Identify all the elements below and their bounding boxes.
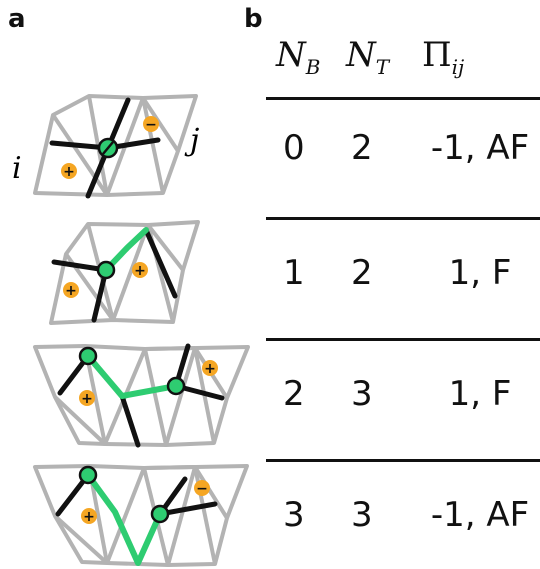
row-1-nt: 2 [351,128,373,168]
plus-charge [81,508,97,524]
row-3-nt: 3 [351,374,373,414]
vertex-node [166,376,186,396]
green-path [85,472,163,566]
svg-text:+: + [81,391,93,407]
panel-b-label: b [244,4,263,34]
row-2-nt: 2 [351,253,373,293]
svg-text:+: + [204,361,216,377]
site-i-label: i [12,151,22,186]
green-path [103,227,149,273]
header-pi: Πij [422,35,465,79]
row-4-pi: -1, AF [430,495,530,535]
svg-text:+: + [63,164,75,180]
vertex-node [96,260,116,280]
plus-charge [132,262,148,278]
minus-charge [194,480,210,496]
row-1-nb: 0 [283,128,305,168]
vertex-node [78,465,98,485]
svg-text:−: − [196,481,208,497]
plus-charge [61,163,77,179]
row-3-pi: 1, F [448,374,512,414]
row-2-nb: 1 [283,253,305,293]
plus-charge [202,360,218,376]
svg-text:−: − [145,117,157,133]
svg-text:+: + [65,283,77,299]
vertex-node [78,346,98,366]
tiling-row-4: + − [33,464,249,567]
svg-text:+: + [134,263,146,279]
row-3-nb: 2 [283,374,305,414]
tiling-row-1: + − i j [12,94,199,199]
header-nb: NB [276,35,321,79]
bond [143,227,178,299]
svg-text:+: + [83,509,95,525]
panel-a-label: a [8,4,26,34]
plus-charge [63,282,79,298]
table-rule [266,338,540,341]
row-2-pi: 1, F [448,253,512,293]
minus-charge [143,116,159,132]
row-4-nt: 3 [351,495,373,535]
table-rule [266,217,540,220]
tiling-row-3: + + [33,343,250,448]
vertex-node [150,504,170,524]
tiling-outline [49,220,200,325]
row-4-nb: 3 [283,495,305,535]
header-nt: NT [346,35,390,79]
tiling-row-2: + + [49,220,200,325]
table-rule [266,97,540,100]
tiling-outline [33,94,198,197]
row-1-pi: -1, AF [430,128,530,168]
tiling-diagrams: + − i j + + [12,94,250,567]
bond [119,393,141,448]
green-path [85,353,179,399]
plus-charge [79,390,95,406]
bond [157,501,218,517]
table-rule [266,459,540,462]
